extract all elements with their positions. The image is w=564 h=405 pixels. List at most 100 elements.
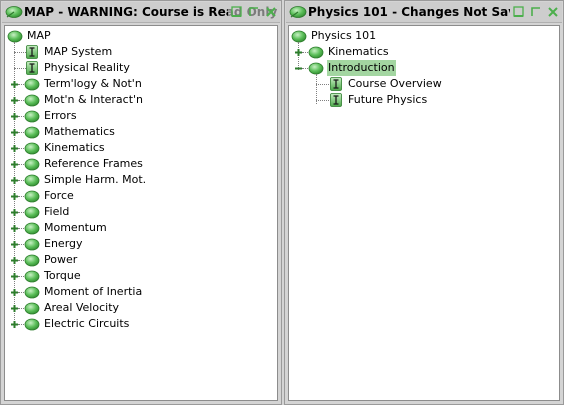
tree-connector-horizontal xyxy=(18,244,26,245)
tree-folder-item[interactable]: Force xyxy=(5,188,277,204)
expand-toggle-icon[interactable] xyxy=(10,320,19,329)
green-node-icon xyxy=(24,254,40,267)
document-icon xyxy=(330,77,342,91)
expand-toggle-icon[interactable] xyxy=(10,176,19,185)
root-label: Physics 101 xyxy=(311,29,377,42)
node-label: Mathematics xyxy=(44,125,115,138)
close-icon[interactable] xyxy=(546,5,560,19)
document-icon xyxy=(26,61,38,75)
node-label: Areal Velocity xyxy=(44,301,120,314)
tree-folder-item[interactable]: Areal Velocity xyxy=(5,300,277,316)
minimize-icon[interactable] xyxy=(230,5,244,19)
tree-connector-horizontal xyxy=(302,52,310,53)
tree-connector-horizontal xyxy=(18,84,26,85)
map-window-controls xyxy=(228,4,278,20)
tree-connector-vertical xyxy=(316,74,317,104)
green-node-icon xyxy=(308,46,324,59)
close-icon[interactable] xyxy=(264,5,278,19)
tree-leaf-item[interactable]: Course Overview xyxy=(289,76,559,92)
tree-connector-horizontal xyxy=(18,308,26,309)
tree-leaf-item[interactable]: Physical Reality xyxy=(5,60,277,76)
node-label: Field xyxy=(44,205,70,218)
tree-folder-introduction[interactable]: Introduction xyxy=(289,60,559,76)
tree-connector-horizontal xyxy=(18,196,26,197)
expand-toggle-icon[interactable] xyxy=(10,144,19,153)
tree-folder-item[interactable]: Mathematics xyxy=(5,124,277,140)
document-icon xyxy=(330,93,342,107)
expand-toggle-icon[interactable] xyxy=(10,112,19,121)
tree-folder-item[interactable]: Field xyxy=(5,204,277,220)
node-label: Physical Reality xyxy=(44,61,130,74)
map-window-title: MAP - WARNING: Course is Read Only - Cha… xyxy=(24,5,280,19)
tree-folder-item[interactable]: Torque xyxy=(5,268,277,284)
tree-connector-horizontal xyxy=(316,100,329,101)
tree-leaf-item[interactable]: Future Physics xyxy=(289,92,559,108)
tree-root-course[interactable]: Physics 101 xyxy=(289,28,559,44)
expand-toggle-icon[interactable] xyxy=(10,224,19,233)
tree-root-map[interactable]: MAP xyxy=(5,28,277,44)
course-window-titlebar[interactable]: Physics 101 - Changes Not Saved xyxy=(286,2,562,23)
tree-folder-item[interactable]: Mot'n & Interact'n xyxy=(5,92,277,108)
tree-connector-horizontal xyxy=(18,100,26,101)
tree-folder-item[interactable]: Electric Circuits xyxy=(5,316,277,332)
tree-connector-horizontal xyxy=(18,260,26,261)
green-node-icon xyxy=(7,30,23,43)
green-node-icon xyxy=(291,30,307,43)
green-node-icon xyxy=(24,94,40,107)
green-node-icon xyxy=(24,206,40,219)
tree-connector-horizontal xyxy=(18,148,26,149)
tree-folder-item[interactable]: Moment of Inertia xyxy=(5,284,277,300)
expand-toggle-icon[interactable] xyxy=(10,288,19,297)
expand-toggle-icon[interactable] xyxy=(10,208,19,217)
expand-toggle-icon[interactable] xyxy=(10,80,19,89)
green-node-icon xyxy=(24,190,40,203)
green-node-icon xyxy=(24,158,40,171)
node-label: Term'logy & Not'n xyxy=(44,77,142,90)
tree-folder-item[interactable]: Energy xyxy=(5,236,277,252)
node-label: Reference Frames xyxy=(44,157,143,170)
green-node-icon xyxy=(24,318,40,331)
expand-toggle-icon[interactable] xyxy=(10,304,19,313)
tree-connector-horizontal xyxy=(18,276,26,277)
expand-toggle-icon[interactable] xyxy=(10,272,19,281)
document-icon xyxy=(26,45,38,59)
map-window-titlebar[interactable]: MAP - WARNING: Course is Read Only - Cha… xyxy=(2,2,280,23)
selected-node-label: Introduction xyxy=(327,60,396,76)
green-node-icon xyxy=(24,174,40,187)
expand-toggle-icon[interactable] xyxy=(294,48,303,57)
expand-toggle-icon[interactable] xyxy=(10,128,19,137)
tree-connector-horizontal xyxy=(18,228,26,229)
expand-toggle-icon[interactable] xyxy=(294,64,303,73)
tree-folder-item[interactable]: Simple Harm. Mot. xyxy=(5,172,277,188)
maximize-icon[interactable] xyxy=(247,5,261,19)
tree-folder-item[interactable]: Momentum xyxy=(5,220,277,236)
tree-folder-item[interactable]: Term'logy & Not'n xyxy=(5,76,277,92)
expand-toggle-icon[interactable] xyxy=(10,256,19,265)
node-label: Electric Circuits xyxy=(44,317,130,330)
expand-toggle-icon[interactable] xyxy=(10,240,19,249)
node-label: Momentum xyxy=(44,221,107,234)
tree-folder-kinematics[interactable]: Kinematics xyxy=(289,44,559,60)
tree-folder-item[interactable]: Errors xyxy=(5,108,277,124)
tree-folder-item[interactable]: Reference Frames xyxy=(5,156,277,172)
node-label: Moment of Inertia xyxy=(44,285,143,298)
expand-toggle-icon[interactable] xyxy=(10,160,19,169)
tree-folder-item[interactable]: Power xyxy=(5,252,277,268)
node-label: Errors xyxy=(44,109,77,122)
minimize-icon[interactable] xyxy=(512,5,526,19)
tree-leaf-item[interactable]: MAP System xyxy=(5,44,277,60)
tree-folder-item[interactable]: Kinematics xyxy=(5,140,277,156)
expand-toggle-icon[interactable] xyxy=(10,96,19,105)
tree-connector-horizontal xyxy=(18,212,26,213)
node-label: Torque xyxy=(44,269,81,282)
maximize-icon[interactable] xyxy=(529,5,543,19)
green-node-icon xyxy=(24,222,40,235)
root-label: MAP xyxy=(27,29,51,42)
expand-toggle-icon[interactable] xyxy=(10,192,19,201)
course-window-controls xyxy=(510,4,560,20)
tree-connector-horizontal xyxy=(316,84,329,85)
